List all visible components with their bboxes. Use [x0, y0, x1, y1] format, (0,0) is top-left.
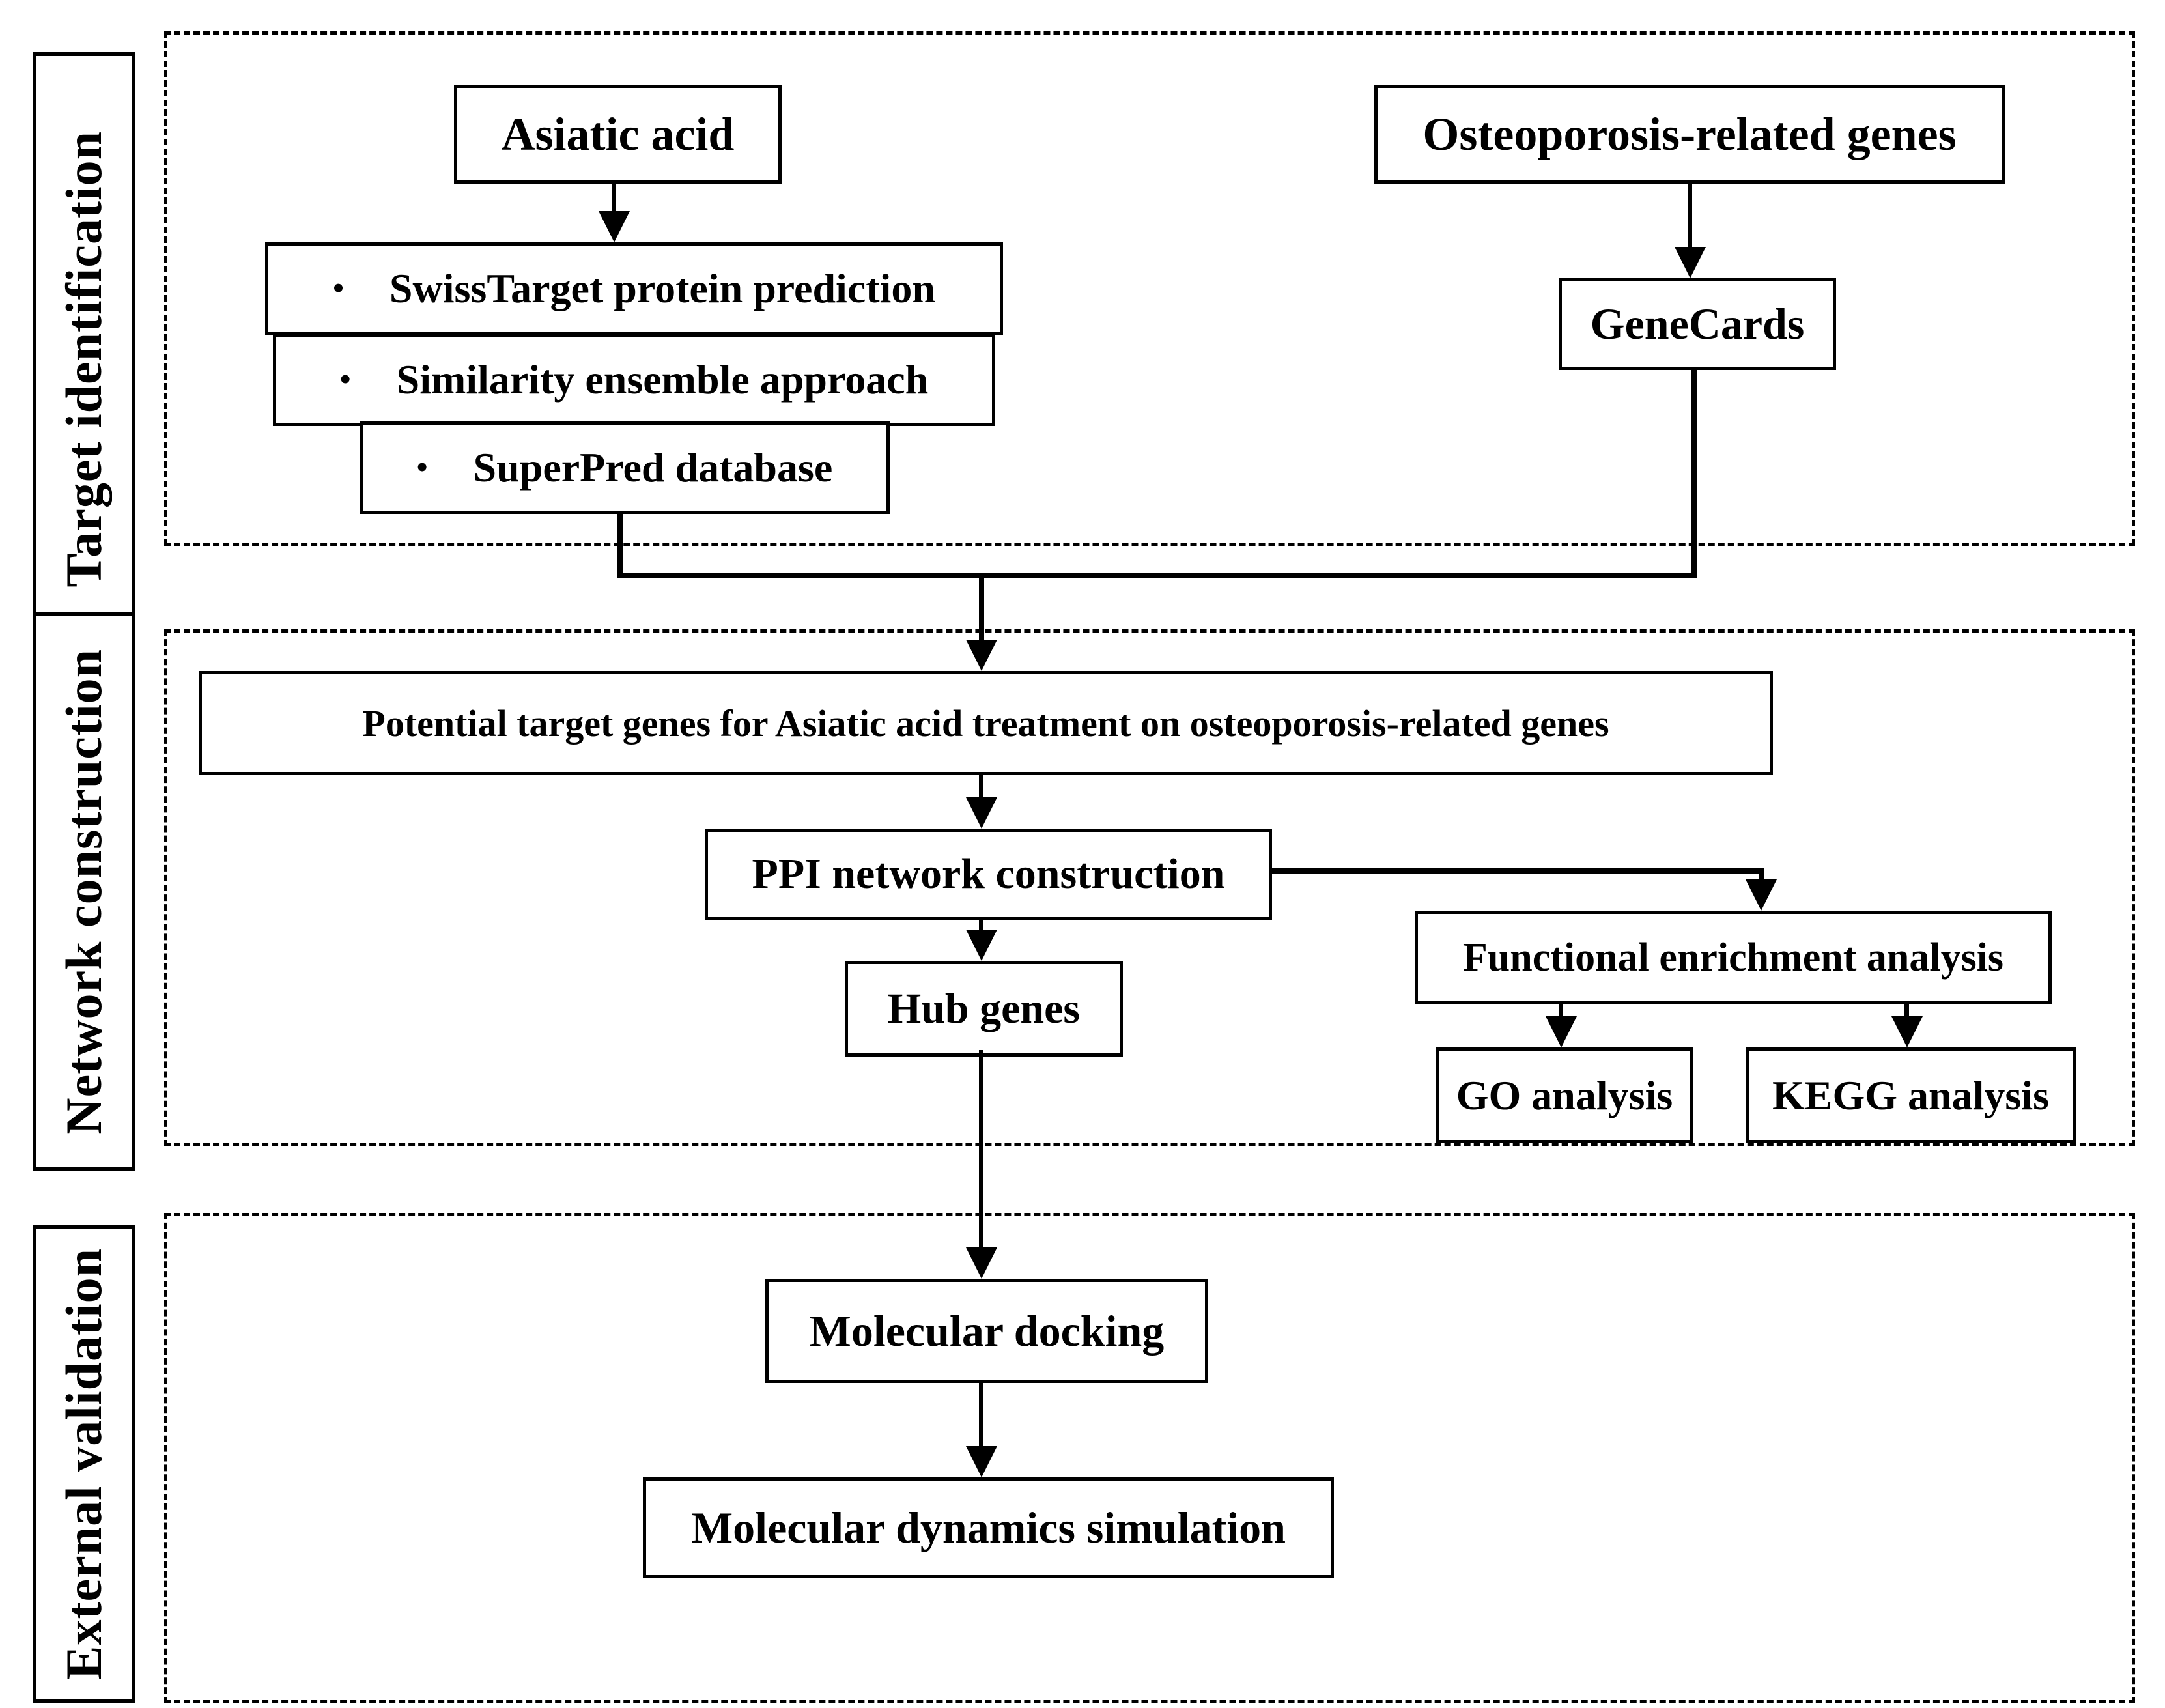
node-functional-enrichment: Functional enrichment analysis — [1415, 911, 2052, 1004]
arrow-functional-to-go-line — [1559, 998, 1563, 1018]
node-similarity-ensemble-label: Similarity ensemble approach — [396, 356, 929, 403]
side-label-external-validation: External validation — [33, 1225, 135, 1703]
bullet-icon: • — [416, 450, 428, 485]
connector-merge-horizontal-line — [617, 573, 1697, 578]
arrow-hub-to-docking-head — [966, 1247, 997, 1279]
node-swisstarget: • SwissTarget protein prediction — [265, 242, 1003, 335]
connector-superpred-down-line — [617, 507, 623, 578]
arrow-merge-to-potential-head — [966, 640, 997, 671]
arrow-functional-to-kegg-line — [1904, 998, 1909, 1018]
node-kegg-analysis: KEGG analysis — [1746, 1047, 2076, 1143]
node-superpred: • SuperPred database — [360, 421, 890, 514]
arrow-ppi-to-hub-head — [966, 930, 997, 961]
arrow-ppi-to-hub-line — [979, 913, 983, 931]
arrow-osteo-to-genecards-head — [1675, 247, 1706, 278]
connector-merge-spur-line — [979, 575, 984, 641]
node-osteoporosis-related-genes: Osteoporosis-related genes — [1374, 85, 2005, 184]
node-swisstarget-label: SwissTarget protein prediction — [389, 265, 935, 311]
node-similarity-ensemble: • Similarity ensemble approach — [273, 334, 995, 426]
arrow-asiatic-to-databases-head — [599, 211, 630, 242]
arrow-functional-to-go-head — [1546, 1016, 1577, 1047]
node-molecular-docking: Molecular docking — [765, 1279, 1208, 1383]
bullet-icon: • — [333, 271, 344, 306]
arrow-hub-to-docking-line — [979, 1050, 983, 1249]
side-label-target-identification-text: Target identification — [55, 130, 112, 588]
arrow-docking-to-dynamics-line — [979, 1376, 983, 1447]
node-asiatic-acid: Asiatic acid — [454, 85, 782, 184]
node-go-analysis: GO analysis — [1436, 1047, 1693, 1143]
side-label-target-identification: Target identification — [33, 52, 135, 666]
node-potential-target-genes: Potential target genes for Asiatic acid … — [199, 671, 1773, 775]
arrow-asiatic-to-databases-line — [612, 177, 616, 212]
bullet-icon: • — [339, 362, 351, 397]
arrow-potential-to-ppi-line — [979, 769, 983, 799]
node-hub-genes: Hub genes — [845, 961, 1123, 1057]
side-label-network-construction: Network construction — [33, 612, 135, 1171]
arrow-osteo-to-genecards-line — [1688, 177, 1692, 248]
connector-ppi-to-functional-vertical — [1759, 868, 1764, 882]
section-network-construction — [164, 629, 2135, 1146]
connector-genecards-down-line — [1691, 363, 1697, 578]
section-external-validation — [164, 1213, 2135, 1703]
node-molecular-dynamics: Molecular dynamics simulation — [643, 1477, 1334, 1578]
arrow-functional-to-kegg-head — [1891, 1016, 1923, 1047]
arrow-potential-to-ppi-head — [966, 797, 997, 829]
connector-ppi-to-functional-horizontal — [1266, 868, 1764, 874]
arrow-ppi-to-functional-head — [1746, 879, 1777, 911]
arrow-docking-to-dynamics-head — [966, 1446, 997, 1477]
node-superpred-label: SuperPred database — [473, 444, 833, 491]
side-label-external-validation-text: External validation — [55, 1247, 112, 1680]
section-target-identification — [164, 31, 2135, 546]
node-genecards: GeneCards — [1559, 278, 1836, 370]
node-ppi-network: PPI network construction — [705, 829, 1272, 920]
side-label-network-construction-text: Network construction — [55, 648, 112, 1135]
